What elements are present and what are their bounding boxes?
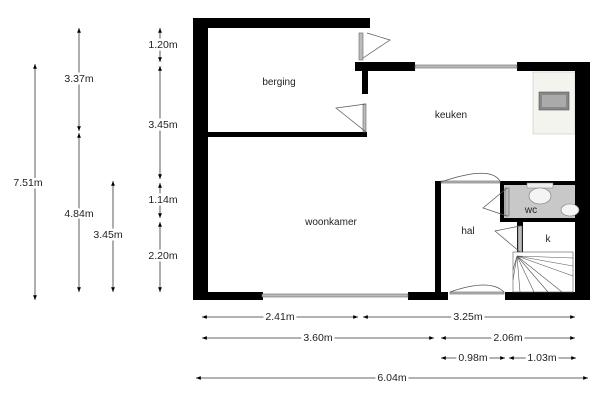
- washbasin-icon: [560, 203, 580, 217]
- dim-h2: 3.25m: [453, 311, 482, 323]
- windows: [261, 32, 518, 298]
- dim-lower-height: 4.84m: [64, 208, 93, 220]
- vertical-dimensions: [33, 27, 162, 300]
- dim-h4: 2.06m: [493, 332, 522, 344]
- dim-h5: 0.98m: [458, 352, 487, 364]
- walls: [193, 18, 590, 300]
- dim-total-width: 6.04m: [377, 372, 406, 384]
- dim-hal-height: 3.45m: [93, 229, 122, 241]
- doors: [335, 32, 523, 295]
- staircase: [512, 251, 574, 293]
- room-label-berging: berging: [262, 77, 295, 88]
- dim-h6: 1.03m: [527, 352, 556, 364]
- toilet-icon: [526, 182, 554, 205]
- room-label-keuken: keuken: [435, 110, 467, 121]
- dim-h3: 3.60m: [303, 332, 332, 344]
- room-label-woonkamer: woonkamer: [304, 217, 357, 228]
- dim-h1: 2.41m: [265, 311, 294, 323]
- dim-d2: 3.45m: [148, 119, 177, 131]
- dim-d1: 1.20m: [148, 39, 177, 51]
- room-label-wc: wc: [524, 205, 537, 216]
- dim-total-height: 7.51m: [13, 177, 42, 189]
- dim-upper-height: 3.37m: [64, 73, 93, 85]
- dim-d3: 1.14m: [148, 194, 177, 206]
- dim-d4: 2.20m: [148, 250, 177, 262]
- sink-icon: [538, 91, 570, 111]
- room-label-k: k: [546, 234, 552, 245]
- room-label-hal: hal: [461, 226, 474, 237]
- horizontal-dimensions: [196, 315, 588, 380]
